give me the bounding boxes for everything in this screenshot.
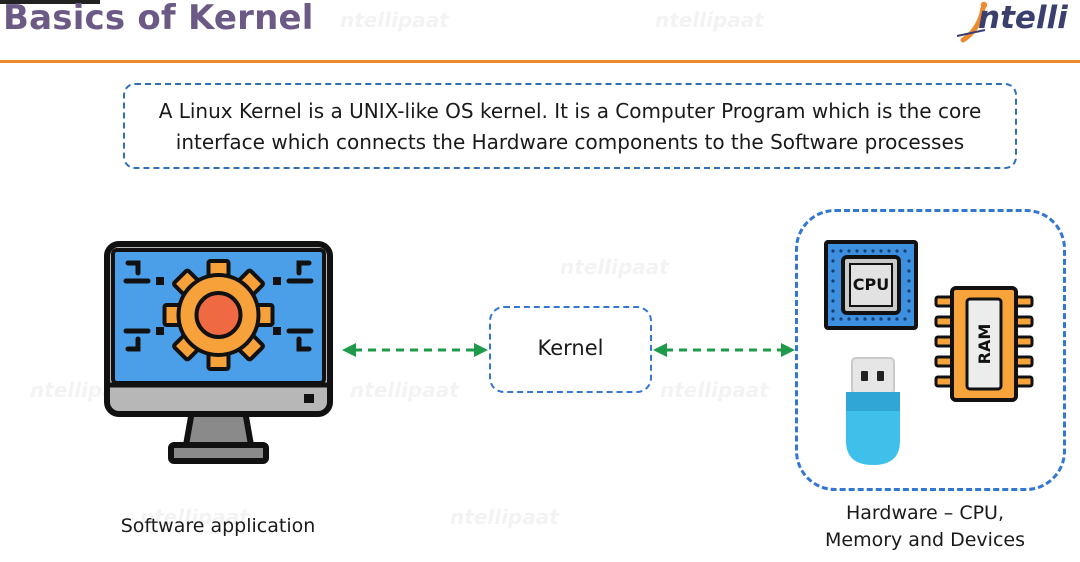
software-label: Software application	[120, 515, 316, 537]
hardware-label-line-2: Memory and Devices	[825, 529, 1025, 551]
header-divider	[0, 60, 1080, 63]
page-title: Basics of Kernel	[3, 0, 314, 38]
definition-box	[123, 83, 1017, 169]
definition-line-1: A Linux Kernel is a UNIX-like OS kernel.…	[158, 99, 982, 123]
monitor-gear-icon	[104, 241, 333, 464]
definition-text: A Linux Kernel is a UNIX-like OS kernel.…	[123, 96, 1017, 158]
usb-drive-icon	[846, 357, 900, 465]
cpu-chip-text: CPU	[853, 275, 889, 294]
hardware-label-line-1: Hardware – CPU,	[846, 502, 1004, 524]
hardware-box	[795, 209, 1066, 491]
cpu-chip-icon: CPU	[824, 240, 918, 330]
top-corner-mark	[0, 0, 100, 4]
brand-logo: ntelli	[955, 0, 1080, 48]
arrow-kernel-hardware	[653, 343, 795, 357]
ram-module-icon: RAM	[934, 286, 1034, 402]
brand-name: ntelli	[978, 0, 1068, 36]
kernel-box	[489, 306, 652, 393]
brand-logo-icon	[956, 1, 988, 43]
kernel-label: Kernel	[537, 336, 604, 360]
arrow-software-kernel	[342, 343, 488, 357]
definition-line-2: interface which connects the Hardware co…	[175, 130, 965, 154]
hardware-label: Hardware – CPU, Memory and Devices	[805, 500, 1045, 554]
ram-chip-text: RAM	[975, 324, 994, 365]
